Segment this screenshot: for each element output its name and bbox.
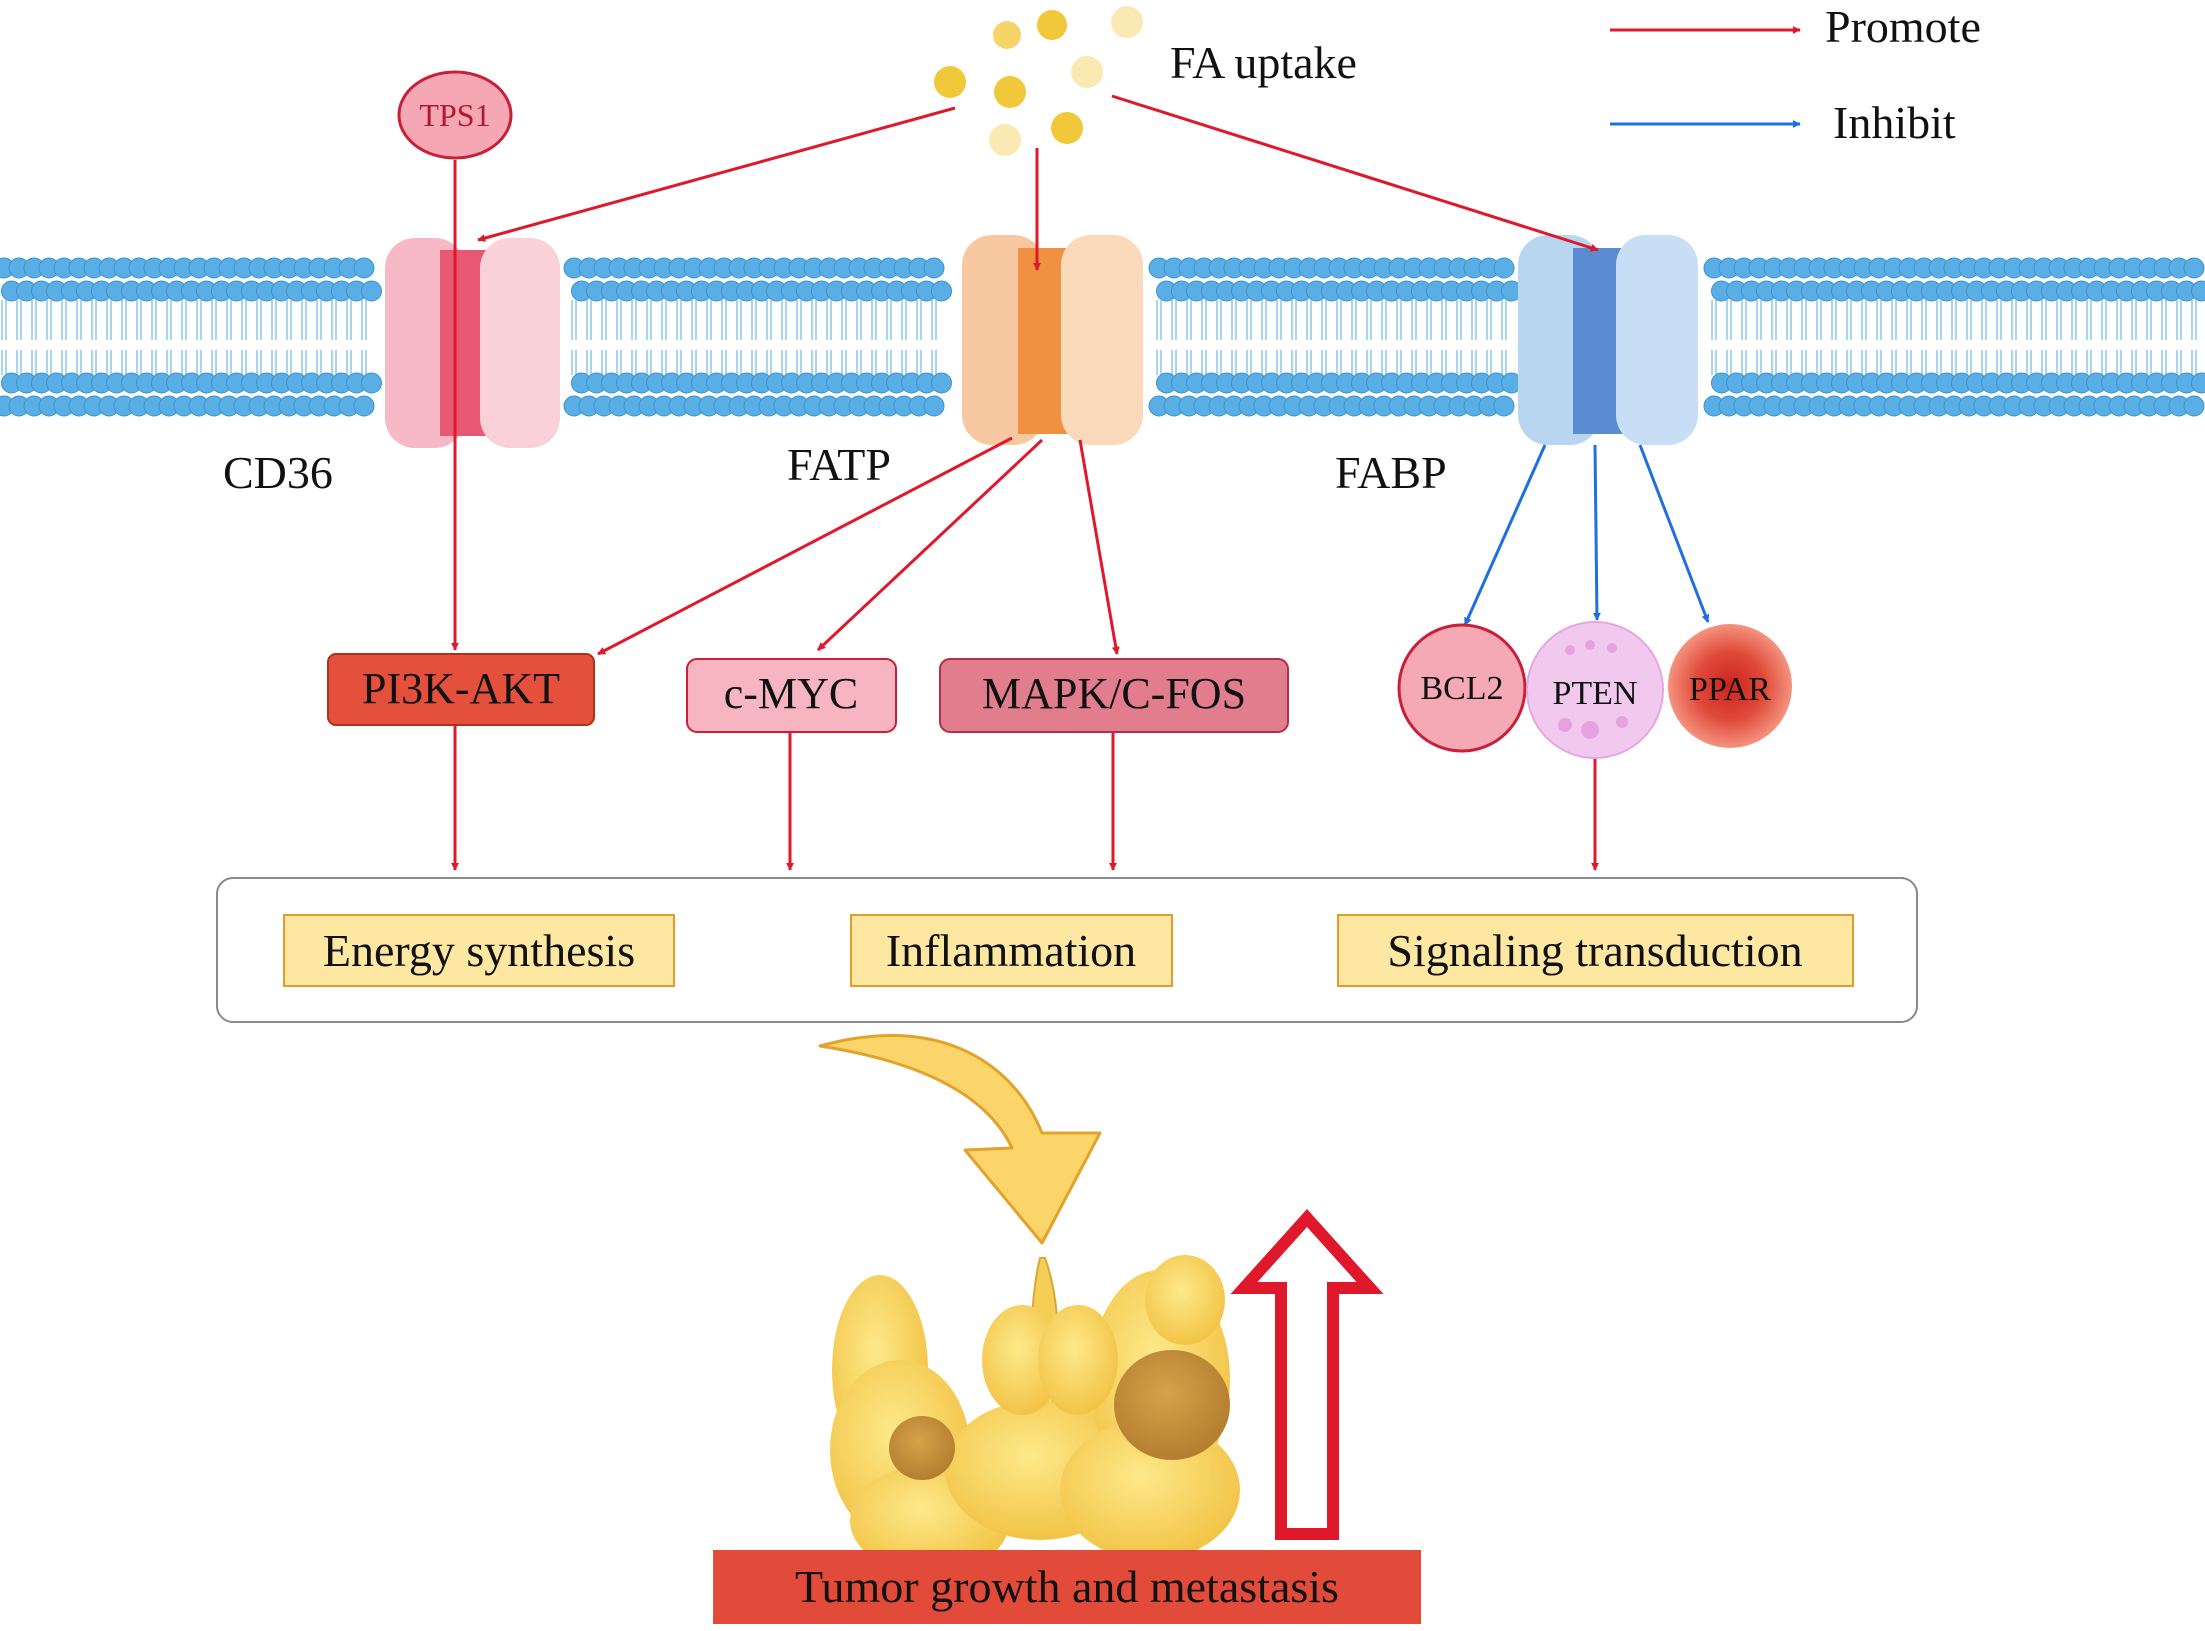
lipid-head <box>931 372 952 394</box>
fabp-label: FABP <box>1335 447 1447 498</box>
lipid-head <box>353 257 375 279</box>
c-myc-label: c-MYC <box>724 669 858 718</box>
outcomes-panel: Energy synthesis Inflammation Signaling … <box>216 877 1918 1023</box>
fa-uptake-label: FA uptake <box>1170 37 1357 88</box>
lipid-head <box>923 395 945 417</box>
inflammation-box <box>850 914 1173 987</box>
legend: Promote Inhibit <box>1610 1 1981 148</box>
lipid-head <box>2191 372 2205 394</box>
increase-arrow <box>1230 1209 1384 1540</box>
bcl2-label: BCL2 <box>1420 670 1503 707</box>
arrow-fa-to-cd36 <box>477 106 956 242</box>
lipid-head <box>1493 395 1515 417</box>
arrow-fatp-to-mapk <box>1078 439 1120 655</box>
curved-arrow <box>818 1033 1102 1245</box>
mapk-cfos-box: MAPK/C-FOS <box>939 658 1289 733</box>
legend-promote-label: Promote <box>1825 1 1981 52</box>
lipid-head <box>2191 280 2205 302</box>
arrow-fa-to-fabp <box>1111 94 1599 252</box>
pi3k-akt-label: PI3K-AKT <box>362 664 560 713</box>
c-myc-box: c-MYC <box>686 658 897 733</box>
lipid-head <box>361 280 382 302</box>
energy-synthesis-label: Energy synthesis <box>323 925 635 976</box>
fatty-acid-particles <box>934 6 1143 156</box>
lipid-head <box>2183 257 2205 279</box>
lipid-head <box>1493 257 1515 279</box>
tps1-label: TPS1 <box>419 97 490 133</box>
arrow-fabp-to-pten <box>1592 444 1601 621</box>
thyroid-tumor-illustration <box>830 1255 1240 1575</box>
signaling-transduction-label: Signaling transduction <box>1387 925 1802 976</box>
fatp-label: FATP <box>787 439 891 490</box>
arrow-fabp-to-bcl2 <box>1463 444 1547 626</box>
ppar-label: PPAR <box>1689 671 1771 708</box>
ppar-node: PPAR <box>1668 624 1792 748</box>
fabp-transporter <box>1518 235 1698 445</box>
result-banner: Tumor growth and metastasis <box>713 1550 1421 1624</box>
inflammation-label: Inflammation <box>886 925 1136 976</box>
pten-label: PTEN <box>1553 675 1638 712</box>
mapk-cfos-label: MAPK/C-FOS <box>982 669 1246 718</box>
promote-arrows <box>451 94 1599 871</box>
lipid-head <box>2183 395 2205 417</box>
pten-node: PTEN <box>1526 621 1664 759</box>
cd36-label: CD36 <box>223 447 333 498</box>
cell-membrane <box>0 257 2205 417</box>
inhibit-arrows <box>1463 444 1710 626</box>
pi3k-akt-box: PI3K-AKT <box>327 653 595 726</box>
fatp-transporter <box>962 235 1143 445</box>
bcl2-node: BCL2 <box>1397 623 1527 753</box>
lipid-head <box>931 280 952 302</box>
lipid-head <box>923 257 945 279</box>
tps1-node: TPS1 <box>397 70 513 160</box>
legend-inhibit-label: Inhibit <box>1833 97 1956 148</box>
signaling-transduction-box <box>1337 914 1854 987</box>
arrow-fatp-to-cmyc <box>816 438 1044 652</box>
arrow-fabp-to-ppar <box>1638 444 1710 623</box>
arrow-fatp-to-pi3k <box>597 436 1013 656</box>
lipid-head <box>353 395 375 417</box>
energy-synthesis-box <box>283 914 675 987</box>
lipid-head <box>361 372 382 394</box>
result-label: Tumor growth and metastasis <box>795 1561 1339 1612</box>
cd36-transporter <box>385 238 560 448</box>
